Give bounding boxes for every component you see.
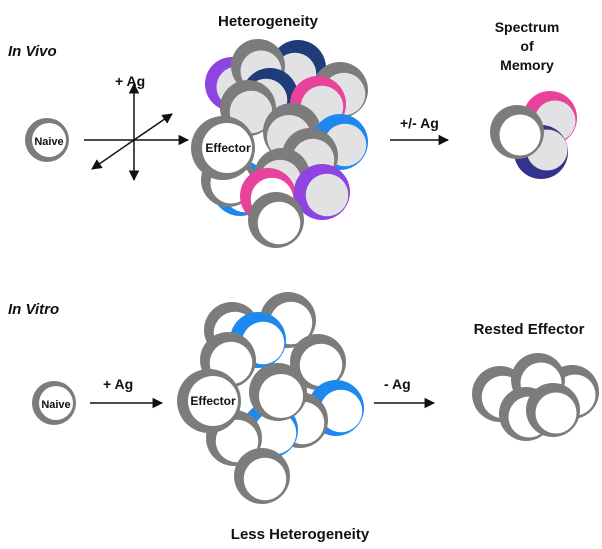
cell — [490, 105, 544, 159]
effector-cell-in-vivo: Effector — [191, 116, 255, 180]
multidirectional-arrows — [84, 82, 190, 182]
heterogeneity-title: Heterogeneity — [218, 13, 319, 30]
rested-effector-cells — [472, 353, 599, 441]
cell — [290, 334, 346, 390]
naive-label-in-vivo: Naive — [34, 136, 63, 148]
in-vivo-label: In Vivo — [8, 43, 57, 60]
stimulus-label-in-vitro: + Ag — [103, 376, 133, 392]
memory-title-line3: Memory — [500, 57, 554, 73]
naive-cell-in-vivo: Naive — [25, 118, 69, 162]
effector-cell-in-vitro: Effector — [177, 369, 241, 433]
effector-label-in-vivo: Effector — [205, 141, 251, 155]
naive-label-in-vitro: Naive — [41, 399, 70, 411]
cell — [249, 363, 307, 421]
cell — [294, 164, 350, 220]
transition-label-in-vitro: - Ag — [384, 376, 411, 392]
transition-label-in-vivo: +/- Ag — [400, 115, 439, 131]
cell — [248, 192, 304, 248]
effector-label-in-vitro: Effector — [190, 394, 236, 408]
rested-effector-title: Rested Effector — [474, 321, 585, 338]
memory-title-line2: of — [520, 38, 534, 54]
in-vitro-label: In Vitro — [8, 301, 59, 318]
cell — [526, 383, 580, 437]
less-heterogeneity-caption: Less Heterogeneity — [231, 526, 370, 543]
naive-cell-in-vitro: Naive — [32, 381, 76, 425]
uniform-effector-cluster — [200, 292, 364, 504]
cell — [234, 448, 290, 504]
memory-title-line1: Spectrum — [495, 19, 560, 35]
stimulus-label-in-vivo: + Ag — [115, 73, 145, 89]
memory-spectrum-cells — [490, 91, 577, 179]
